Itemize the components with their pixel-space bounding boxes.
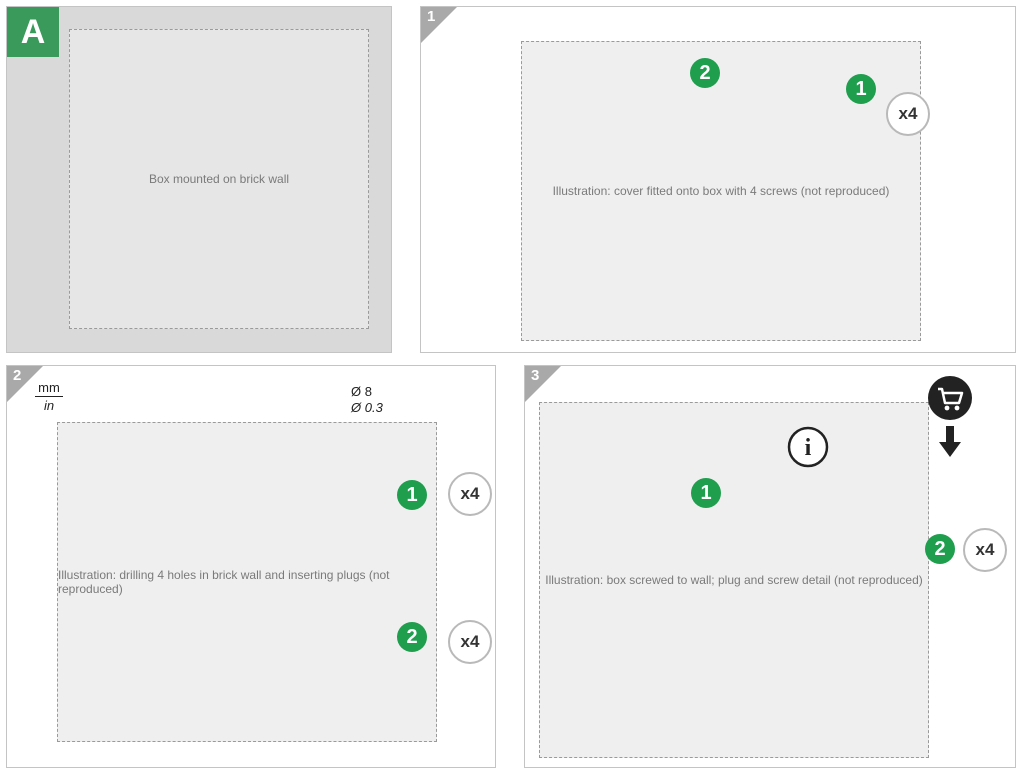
panel-2: 2 mm in Ø 8 Ø 0.3 Illustration: drilling… (6, 365, 496, 768)
drill-diameter-label: Ø 8 Ø 0.3 (351, 384, 383, 416)
panel-2-quantity-badge-1: x4 (448, 472, 492, 516)
info-glyph: i (805, 435, 812, 461)
panel-2-illustration: Illustration: drilling 4 holes in brick … (57, 422, 437, 742)
panel-3: 3 Illustration: box screwed to wall; plu… (524, 365, 1016, 768)
drill-diameter-in: Ø 0.3 (351, 400, 383, 415)
units-legend: mm in (35, 380, 63, 413)
unit-divider (35, 396, 63, 397)
panel-2-number: 2 (13, 367, 22, 384)
panel-a: A Box mounted on brick wall (6, 6, 392, 353)
panel-2-step-1: 1 (397, 480, 427, 510)
panel-3-step-1: 1 (691, 478, 721, 508)
panel-2-quantity-badge-2: x4 (448, 620, 492, 664)
panel-1-number: 1 (427, 8, 436, 25)
panel-a-illustration: Box mounted on brick wall (69, 29, 369, 329)
shopping-cart-icon (928, 376, 972, 420)
drill-diameter-mm: Ø 8 (351, 384, 372, 399)
unit-mm: mm (38, 380, 60, 395)
panel-3-illustration: Illustration: box screwed to wall; plug … (539, 402, 929, 758)
panel-3-step-2: 2 (925, 534, 955, 564)
unit-in: in (43, 398, 55, 413)
panel-2-step-2: 2 (397, 622, 427, 652)
panel-1-corner (421, 7, 457, 43)
info-icon: i (787, 426, 829, 468)
panel-3-quantity-badge: x4 (963, 528, 1007, 572)
panel-1-quantity-badge: x4 (886, 92, 930, 136)
panel-1: 1 Illustration: cover fitted onto box wi… (420, 6, 1016, 353)
panel-1-step-1: 1 (846, 74, 876, 104)
panel-3-number: 3 (531, 367, 540, 384)
panel-1-step-2: 2 (690, 58, 720, 88)
panel-3-corner (525, 366, 561, 402)
panel-a-label: A (7, 7, 59, 57)
down-arrow-icon (939, 426, 961, 457)
